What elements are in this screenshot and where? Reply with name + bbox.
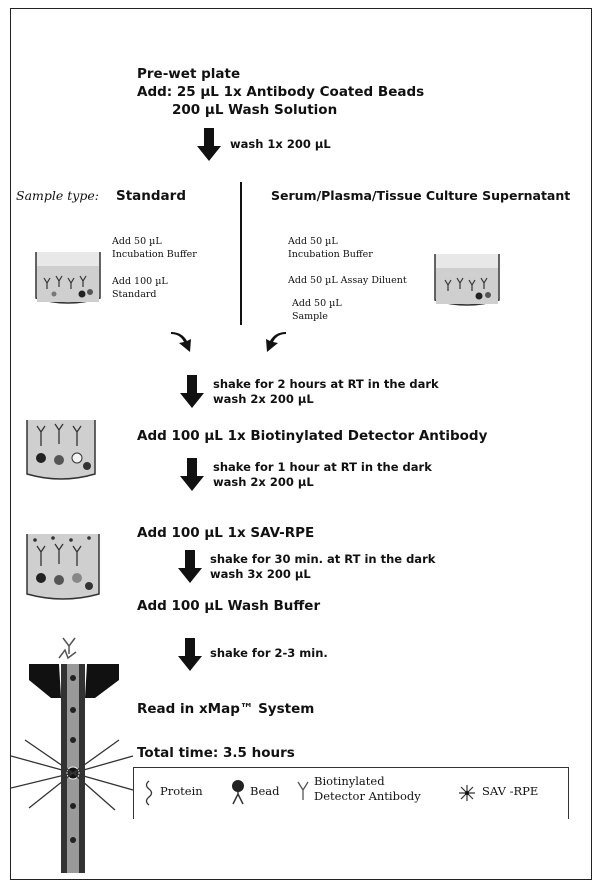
well-icon: [26, 534, 100, 600]
legend-sav-rpe: SAV -RPE: [482, 784, 539, 798]
down-arrow-icon: [197, 128, 221, 161]
shake-step-2b: wash 2x 200 µL: [213, 475, 314, 489]
curved-arrow-icon: [266, 332, 286, 352]
header-line-3: 200 µL Wash Solution: [172, 102, 338, 118]
right-add-3a: Add 50 µL: [292, 298, 342, 309]
sav-rpe-step: Add 100 µL 1x SAV-RPE: [137, 525, 315, 541]
shake-step-1b: wash 2x 200 µL: [213, 392, 314, 406]
bead-icon: [232, 780, 244, 805]
header-line-2: Add: 25 µL 1x Antibody Coated Beads: [137, 84, 425, 100]
wash-buffer-step: Add 100 µL Wash Buffer: [137, 598, 321, 614]
total-time: Total time: 3.5 hours: [137, 745, 295, 761]
shake-step-3a: shake for 30 min. at RT in the dark: [210, 552, 436, 566]
legend-bead: Bead: [250, 784, 280, 798]
read-step: Read in xMap™ System: [137, 701, 315, 717]
xmap-reader-icon: [11, 637, 134, 873]
legend-detector-2: Detector Antibody: [314, 789, 421, 803]
left-add-1a: Add 50 µL: [112, 236, 162, 247]
down-arrow-icon: [178, 550, 202, 583]
well-icon: [35, 252, 101, 304]
shake-step-1a: shake for 2 hours at RT in the dark: [213, 377, 439, 391]
antibody-icon: [297, 781, 309, 800]
right-add-2: Add 50 µL Assay Diluent: [288, 275, 407, 286]
down-arrow-icon: [180, 375, 204, 408]
well-icon: [26, 420, 96, 480]
right-add-1a: Add 50 µL: [288, 236, 338, 247]
detector-step: Add 100 µL 1x Biotinylated Detector Anti…: [137, 428, 488, 444]
right-add-3b: Sample: [292, 311, 328, 322]
sample-type-label: Sample type:: [16, 188, 99, 203]
wash-step-1: wash 1x 200 µL: [230, 137, 331, 151]
legend-box: Protein Bead Biotinylated Detector Antib…: [133, 767, 569, 819]
standard-label: Standard: [116, 188, 186, 204]
left-add-1b: Incubation Buffer: [112, 249, 197, 260]
protein-icon: [145, 780, 153, 806]
serum-label: Serum/Plasma/Tissue Culture Supernatant: [271, 188, 571, 203]
legend-detector-1: Biotinylated: [314, 774, 385, 788]
right-add-1b: Incubation Buffer: [288, 249, 373, 260]
shake-step-3b: wash 3x 200 µL: [210, 567, 311, 581]
curved-arrow-icon: [171, 332, 191, 352]
left-add-2a: Add 100 µL: [112, 276, 168, 287]
well-icon: [434, 254, 500, 306]
header-line-1: Pre-wet plate: [137, 66, 241, 82]
shake-step-2a: shake for 1 hour at RT in the dark: [213, 460, 432, 474]
down-arrow-icon: [178, 638, 202, 671]
shake-step-4: shake for 2-3 min.: [210, 646, 328, 660]
legend-protein: Protein: [160, 784, 203, 798]
down-arrow-icon: [180, 458, 204, 491]
left-add-2b: Standard: [112, 289, 157, 300]
sav-rpe-icon: [459, 785, 475, 801]
